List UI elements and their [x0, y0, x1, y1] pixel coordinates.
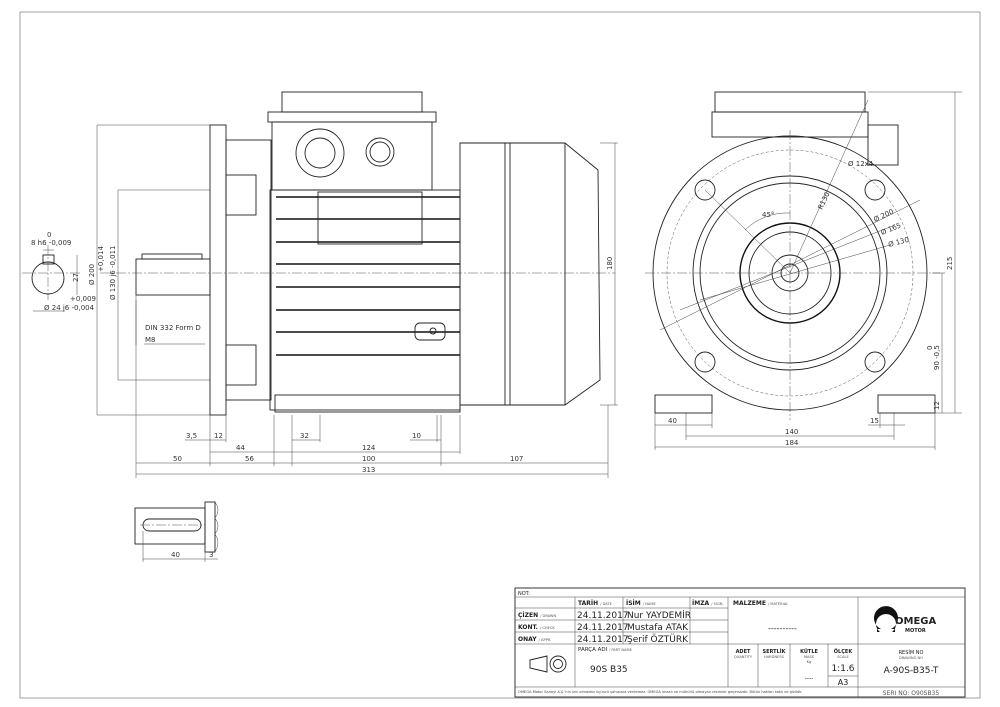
front-view: Ø 12x4 R130 45° Ø 200 Ø 165 Ø 130 215 0 — [645, 91, 962, 450]
dim-32: 32 — [300, 432, 309, 440]
name-header: İSİM / NAME — [626, 600, 656, 607]
front-w140-dim: 140 — [785, 428, 798, 436]
material-header: MALZEME / MATERIAL — [733, 600, 788, 607]
mass-label-en: MASS — [804, 655, 815, 659]
row-appr-name: Şerif ÖZTÜRK — [627, 634, 689, 645]
quantity-label: ADET — [736, 649, 751, 655]
quantity-label-en: QUANTITY — [734, 655, 753, 659]
keyway-length-dim: 40 — [171, 551, 180, 559]
center-hole-note: DIN 332 Form D — [145, 324, 201, 332]
keyway-view: 40 3 — [134, 501, 219, 562]
dim-3-5: 3,5 — [186, 432, 197, 440]
row-check-name: Mustafa ATAK — [627, 623, 689, 633]
scale-label: ÖLÇEK — [834, 648, 854, 655]
title-block: NOT: TARİH / DATE İSİM / NAME İMZA / SIG… — [514, 587, 966, 698]
shaft-dia-tol-upper: +0,009 — [70, 295, 96, 303]
svg-text:MOTOR: MOTOR — [905, 628, 926, 634]
front-h90-dim: 90 -0,5 — [933, 345, 941, 370]
fan-cover-180-dim: 180 — [606, 257, 614, 270]
mass-unit: Kg — [807, 660, 812, 664]
hardness-label: SERTLİK — [763, 648, 787, 655]
side-view: Ø 200 +0,014 Ø 130 j6 -0,011 DIN 332 For… — [88, 91, 618, 478]
spigot-tol-upper: +0,014 — [97, 246, 105, 272]
front-d165-dim: Ø 165 — [880, 222, 903, 237]
drawing-frame — [19, 11, 981, 699]
flange-d200-dim: Ø 200 — [88, 264, 96, 285]
row-drawn-name: Nur YAYDEMİR — [627, 610, 691, 621]
copyright-footer: OMEGA Motor Sanayi A.Ş.'nin izni olmadan… — [518, 690, 802, 694]
material-value: ---------- — [768, 624, 797, 633]
spigot-d130-dim: Ø 130 j6 -0,011 — [109, 245, 117, 300]
dim-50: 50 — [173, 455, 182, 463]
keyway-offset-dim: 3 — [209, 551, 213, 559]
key-width-dim: 8 h6 -0,009 — [31, 239, 71, 247]
serial-number: SERI NO: O90SB35 — [883, 690, 940, 697]
thread-note: M8 — [145, 336, 156, 344]
front-h90-tol: 0 — [926, 346, 934, 350]
shaft-diameter-dim: Ø 24 j6 -0,004 — [44, 304, 95, 312]
scale-label-en: SCALE — [837, 655, 849, 659]
svg-text:OMEGA: OMEGA — [895, 616, 936, 627]
omega-logo: OMEGA MOTOR — [874, 606, 936, 634]
dim-10: 10 — [412, 432, 421, 440]
front-d130-dim: Ø 130 — [887, 236, 909, 249]
key-tol-upper: 0 — [47, 231, 51, 239]
dim-12: 12 — [214, 432, 223, 440]
dim-124: 124 — [362, 444, 376, 452]
drawing-no-label: RESİM NO — [899, 649, 924, 656]
row-check-role: KONT. / CHECK — [518, 624, 555, 631]
angle-dim: 45° — [762, 211, 774, 219]
scale-value: 1:1.6 — [831, 664, 854, 674]
mass-value: ---- — [805, 675, 814, 682]
front-d200-dim: Ø 200 — [872, 208, 895, 224]
front-w15-dim: 15 — [870, 417, 879, 425]
row-check-date: 24.11.2017 — [577, 623, 629, 633]
dim-56: 56 — [245, 455, 254, 463]
dim-107: 107 — [510, 455, 523, 463]
projection-symbol-icon — [529, 655, 567, 673]
part-name: 90S B35 — [590, 665, 628, 675]
row-appr-date: 24.11.2017 — [577, 635, 629, 645]
row-appr-role: ONAY / APPR. — [518, 636, 551, 643]
holes-dim: Ø 12x4 — [848, 160, 874, 168]
front-w40-dim: 40 — [668, 417, 677, 425]
sign-header: İMZA / SIGN. — [692, 600, 724, 607]
date-header: TARİH / DATE — [578, 600, 613, 607]
dim-313: 313 — [362, 466, 375, 474]
sheet-size: A3 — [838, 678, 849, 687]
r130-dim: R130 — [817, 191, 832, 211]
drawing-no-label-en: DRAWING NO — [899, 656, 923, 660]
front-h12-dim: 12 — [933, 401, 941, 410]
dim-44: 44 — [236, 444, 245, 452]
note-label: NOT: — [518, 591, 530, 597]
front-w184-dim: 184 — [785, 439, 799, 447]
row-drawn-role: ÇİZEN / DRAWN — [518, 612, 556, 619]
dim-100: 100 — [362, 455, 375, 463]
shaft-height-dim: 27 — [72, 273, 80, 282]
row-drawn-date: 24.11.2017 — [577, 611, 629, 621]
part-name-label: PARÇA ADI / PART NAME — [578, 647, 633, 653]
mass-label: KÜTLE — [800, 648, 818, 655]
drawing-no: A-90S-B35-T — [884, 666, 939, 676]
hardness-label-en: HARDNESS — [764, 655, 785, 659]
shaft-section-view: 0 8 h6 -0,009 27 +0,009 Ø 24 j6 -0,004 — [22, 231, 96, 312]
front-h215-dim: 215 — [946, 257, 954, 270]
